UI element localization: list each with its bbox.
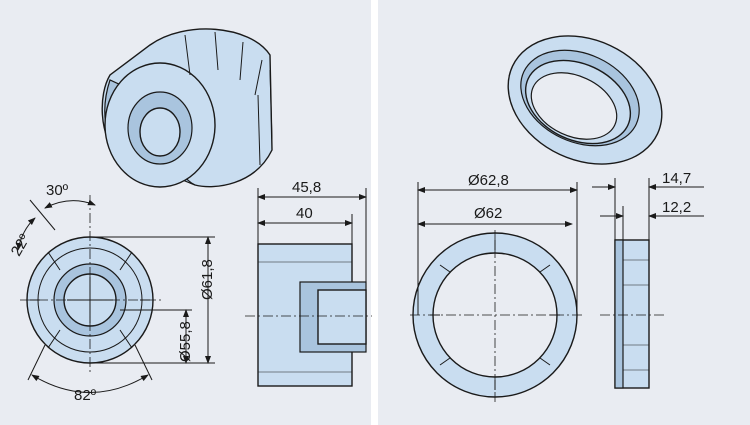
width-12-2-label: 12,2 [662, 199, 691, 216]
panel-divider [371, 0, 378, 425]
diameter-62-8-label: Ø62,8 [468, 172, 509, 189]
adapter-side-section [245, 243, 372, 387]
length-40-label: 40 [296, 205, 313, 222]
crown-diameter-dimensions: Ø62,8 Ø62 [417, 172, 578, 315]
adapter-isometric-view [101, 28, 273, 188]
angle-22-label: 22º [8, 231, 34, 259]
crown-isometric-view [507, 35, 663, 165]
crown-front-view [410, 230, 585, 405]
crown-side-view [600, 239, 665, 389]
length-45-8-label: 45,8 [292, 179, 321, 196]
diameter-61-8-label: Ø61,8 [199, 259, 216, 300]
diameter-62-label: Ø62 [474, 205, 502, 222]
angle-30-label: 30º [46, 182, 69, 199]
adapter-length-dimensions: 45,8 40 [257, 179, 367, 282]
adapter-front-view [20, 195, 162, 375]
adapter-diameter-dimensions: Ø61,8 Ø55,8 [90, 236, 216, 364]
crown-width-dimensions: 14,7 12,2 [592, 170, 704, 240]
diameter-55-8-label: Ø55,8 [177, 321, 194, 362]
angle-82-label: 82º [74, 387, 97, 404]
width-14-7-label: 14,7 [662, 170, 691, 187]
